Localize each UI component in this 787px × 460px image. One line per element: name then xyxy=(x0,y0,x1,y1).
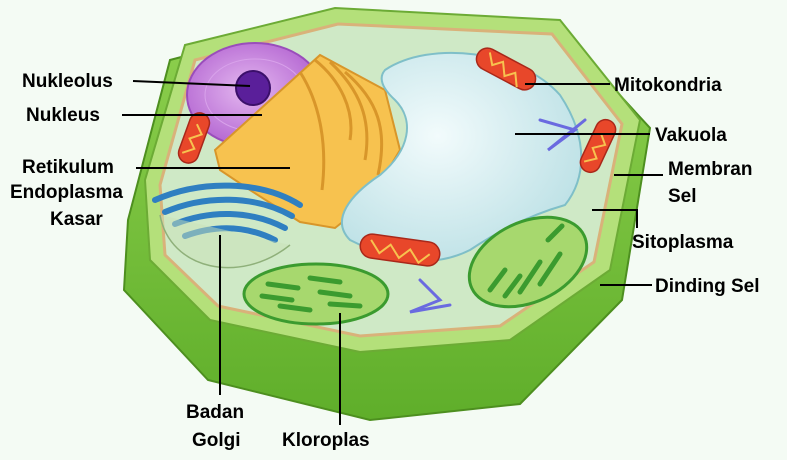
label-chloroplast: Kloroplas xyxy=(282,430,370,451)
label-mitochondria: Mitokondria xyxy=(614,75,722,96)
nucleolus xyxy=(236,71,270,105)
label-cell-wall: Dinding Sel xyxy=(655,276,760,297)
label-golgi-1: Badan xyxy=(186,402,244,423)
chloroplast-1 xyxy=(244,264,388,324)
label-nucleolus: Nukleolus xyxy=(22,71,113,92)
label-nucleus: Nukleus xyxy=(26,105,100,126)
label-vacuole: Vakuola xyxy=(655,125,727,146)
label-golgi-2: Golgi xyxy=(192,430,241,451)
label-rer-2: Endoplasma xyxy=(10,182,123,203)
label-cytoplasm: Sitoplasma xyxy=(632,232,734,253)
label-rer-1: Retikulum xyxy=(22,157,114,178)
label-membrane-1: Membran xyxy=(668,159,752,180)
label-rer-3: Kasar xyxy=(50,209,103,230)
label-membrane-2: Sel xyxy=(668,186,697,207)
